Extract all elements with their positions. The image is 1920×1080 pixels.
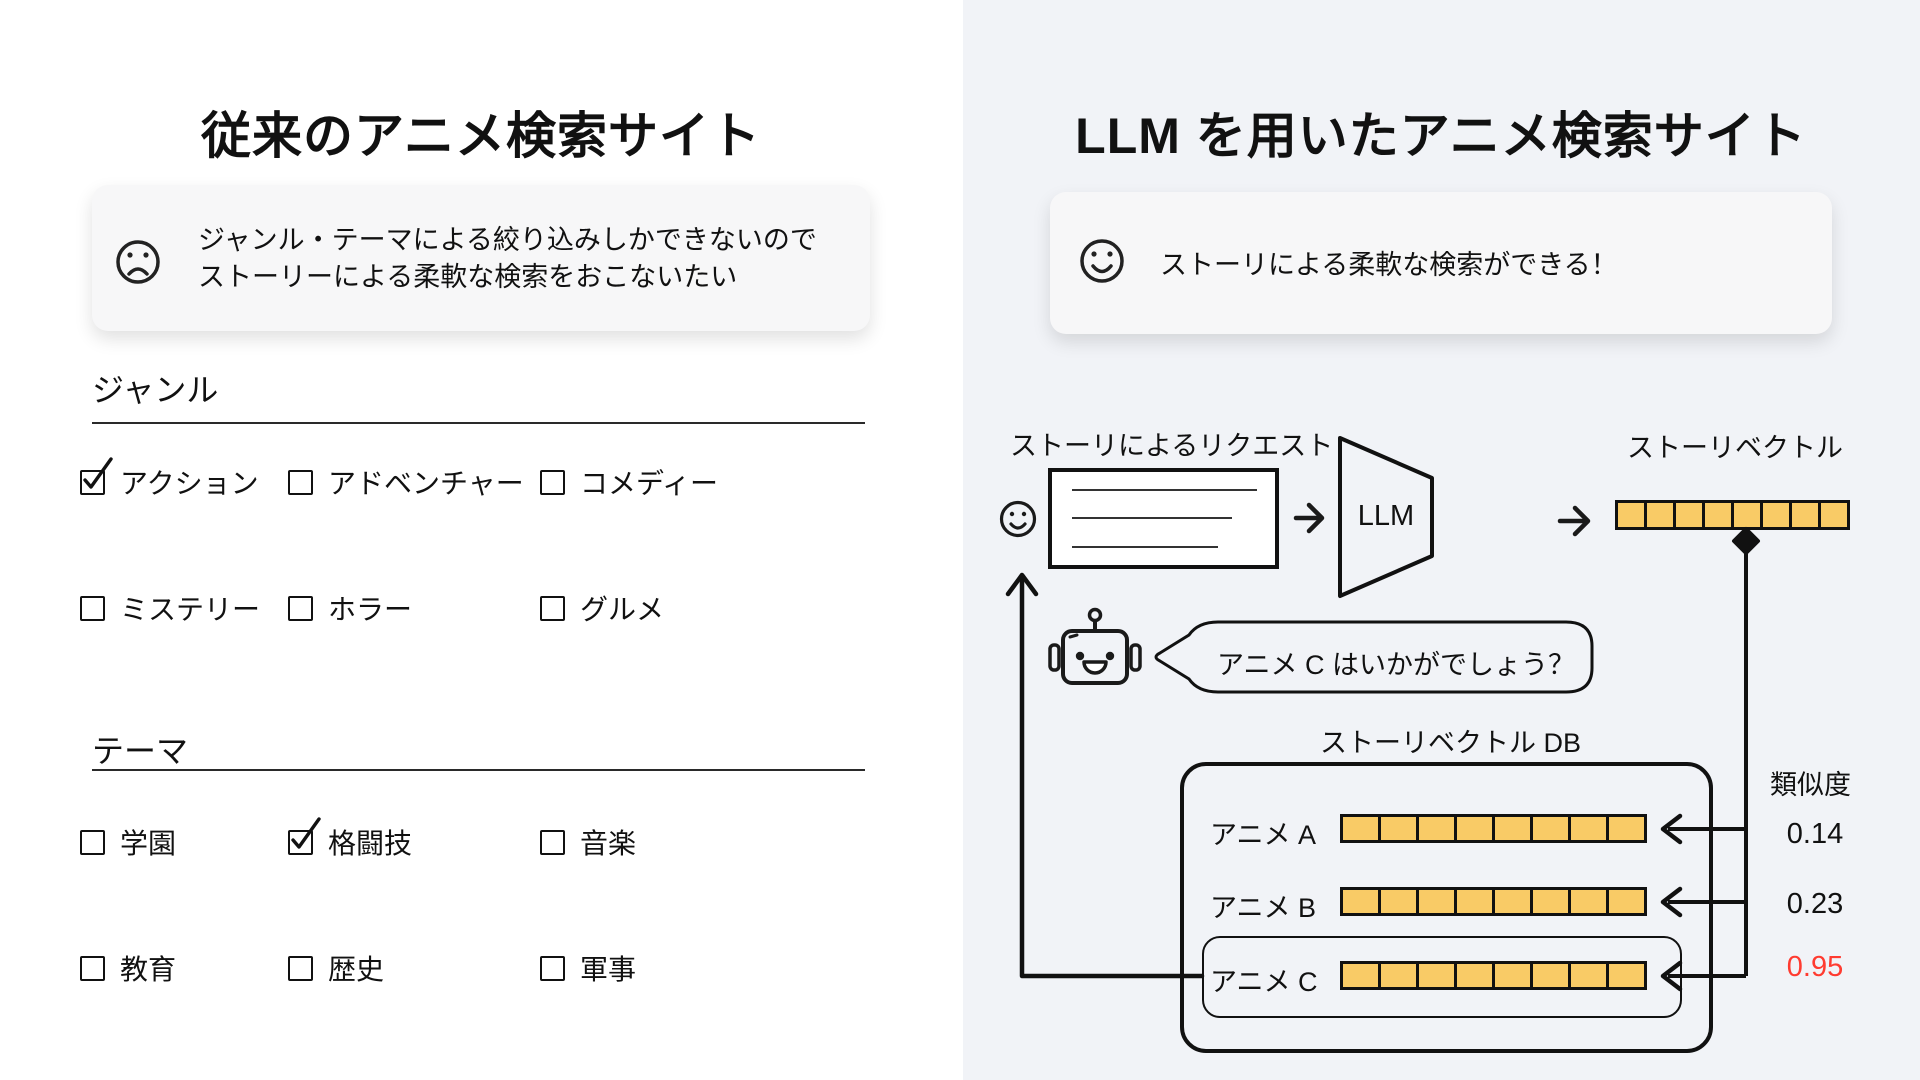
vector-cell bbox=[1533, 817, 1568, 840]
vector-cell bbox=[1618, 503, 1644, 527]
checkbox-empty-icon[interactable] bbox=[80, 829, 105, 855]
checkbox-gourmet[interactable]: グルメ bbox=[540, 592, 664, 625]
checkbox-label: 軍事 bbox=[580, 954, 637, 985]
checkbox-empty-icon[interactable] bbox=[540, 469, 565, 495]
db-row-vector bbox=[1340, 887, 1647, 916]
llm-search-title: LLM を用いたアニメ検索サイト bbox=[1075, 108, 1807, 164]
checkbox-label: ミステリー bbox=[120, 594, 261, 625]
vector-cell bbox=[1381, 817, 1416, 840]
vector-cell bbox=[1705, 503, 1731, 527]
checkbox-empty-icon[interactable] bbox=[80, 595, 105, 621]
checkbox-empty-icon[interactable] bbox=[288, 595, 313, 621]
vector-cell bbox=[1419, 964, 1454, 987]
checkbox-label: 格闘技 bbox=[328, 828, 413, 859]
checkbox-mystery[interactable]: ミステリー bbox=[80, 592, 260, 625]
checkbox-label: グルメ bbox=[580, 594, 665, 625]
checkbox-empty-icon[interactable] bbox=[540, 595, 565, 621]
vector-cell bbox=[1343, 817, 1378, 840]
checkbox-action[interactable]: アクション bbox=[80, 456, 259, 499]
problem-card-text: ジャンル・テーマによる絞り込みしかできないので ストーリーによる柔軟な検索をおこ… bbox=[198, 222, 858, 296]
checkbox-label: 音楽 bbox=[580, 828, 637, 859]
genre-section-heading: ジャンル bbox=[92, 372, 219, 408]
story-vector bbox=[1615, 500, 1850, 530]
similarity-value: 0.14 bbox=[1786, 818, 1844, 850]
checkbox-label: 学園 bbox=[120, 828, 177, 859]
theme-divider bbox=[92, 769, 865, 771]
similarity-value: 0.95 bbox=[1786, 951, 1844, 983]
checkbox-history[interactable]: 歴史 bbox=[288, 952, 384, 985]
vector-cell bbox=[1343, 964, 1378, 987]
similarity-value: 0.23 bbox=[1786, 888, 1844, 920]
vector-cell bbox=[1495, 964, 1530, 987]
vector-cell bbox=[1381, 890, 1416, 913]
checkbox-music[interactable]: 音楽 bbox=[540, 826, 636, 859]
db-row-vector bbox=[1340, 961, 1647, 990]
genre-divider bbox=[92, 422, 865, 424]
vector-cell bbox=[1343, 890, 1378, 913]
benefit-card bbox=[1050, 192, 1832, 334]
theme-section-heading: テーマ bbox=[92, 733, 189, 769]
checkbox-label: アドベンチャー bbox=[328, 468, 524, 499]
vector-cell bbox=[1763, 503, 1789, 527]
checkbox-martial-arts[interactable]: 格闘技 bbox=[288, 816, 412, 859]
checkbox-school[interactable]: 学園 bbox=[80, 826, 176, 859]
checkbox-empty-icon[interactable] bbox=[288, 955, 313, 981]
vector-cell bbox=[1419, 890, 1454, 913]
check-mark-icon bbox=[83, 456, 113, 489]
db-row-label: アニメ C bbox=[1210, 967, 1318, 997]
problem-line-1: ジャンル・テーマによる絞り込みしかできないので bbox=[198, 225, 817, 255]
checkbox-empty-icon[interactable] bbox=[540, 955, 565, 981]
vector-cell bbox=[1647, 503, 1673, 527]
vector-cell bbox=[1734, 503, 1760, 527]
checkbox-empty-icon[interactable] bbox=[540, 829, 565, 855]
vector-cell bbox=[1571, 964, 1606, 987]
vector-cell bbox=[1381, 964, 1416, 987]
llm-block-label: LLM bbox=[1357, 500, 1415, 532]
similarity-column-label: 類似度 bbox=[1770, 770, 1851, 800]
vector-cell bbox=[1495, 817, 1530, 840]
vector-cell bbox=[1457, 890, 1492, 913]
request-label: ストーリによるリクエスト bbox=[1010, 431, 1334, 461]
checkbox-comedy[interactable]: コメディー bbox=[540, 466, 718, 499]
checkbox-empty-icon[interactable] bbox=[288, 469, 313, 495]
vector-cell bbox=[1457, 817, 1492, 840]
vector-cell bbox=[1609, 890, 1644, 913]
problem-card bbox=[92, 185, 870, 331]
checkbox-education[interactable]: 教育 bbox=[80, 952, 176, 985]
vector-cell bbox=[1609, 964, 1644, 987]
vector-cell bbox=[1533, 890, 1568, 913]
legacy-search-title: 従来のアニメ検索サイト bbox=[201, 108, 761, 164]
story-vector-label: ストーリベクトル bbox=[1627, 433, 1843, 463]
db-row-label: アニメ B bbox=[1210, 893, 1316, 923]
vector-cell bbox=[1533, 964, 1568, 987]
vector-cell bbox=[1792, 503, 1818, 527]
vector-cell bbox=[1419, 817, 1454, 840]
problem-line-2: ストーリーによる柔軟な検索をおこないたい bbox=[198, 262, 738, 292]
checkbox-empty-icon[interactable] bbox=[80, 955, 105, 981]
checkbox-label: アクション bbox=[120, 468, 259, 499]
vector-cell bbox=[1495, 890, 1530, 913]
checkbox-checked-icon[interactable] bbox=[80, 456, 113, 495]
db-row-vector bbox=[1340, 814, 1647, 843]
bot-suggestion-text: アニメ C はいかがでしょう？ bbox=[1217, 650, 1575, 680]
vector-cell bbox=[1457, 964, 1492, 987]
benefit-card-text: ストーリによる柔軟な検索ができる！ bbox=[1160, 250, 1618, 280]
checkbox-checked-icon[interactable] bbox=[288, 816, 321, 855]
vector-cell bbox=[1821, 503, 1847, 527]
check-mark-icon bbox=[291, 816, 321, 849]
db-row-label: アニメ A bbox=[1210, 820, 1316, 850]
checkbox-label: 教育 bbox=[120, 954, 177, 985]
vector-cell bbox=[1571, 890, 1606, 913]
checkbox-label: ホラー bbox=[328, 594, 413, 625]
vector-db-label: ストーリベクトル DB bbox=[1320, 728, 1582, 758]
checkbox-adventure[interactable]: アドベンチャー bbox=[288, 466, 524, 499]
vector-cell bbox=[1571, 817, 1606, 840]
vector-cell bbox=[1676, 503, 1702, 527]
checkbox-label: コメディー bbox=[580, 468, 719, 499]
checkbox-label: 歴史 bbox=[328, 954, 385, 985]
vector-cell bbox=[1609, 817, 1644, 840]
checkbox-military[interactable]: 軍事 bbox=[540, 952, 636, 985]
checkbox-horror[interactable]: ホラー bbox=[288, 592, 412, 625]
